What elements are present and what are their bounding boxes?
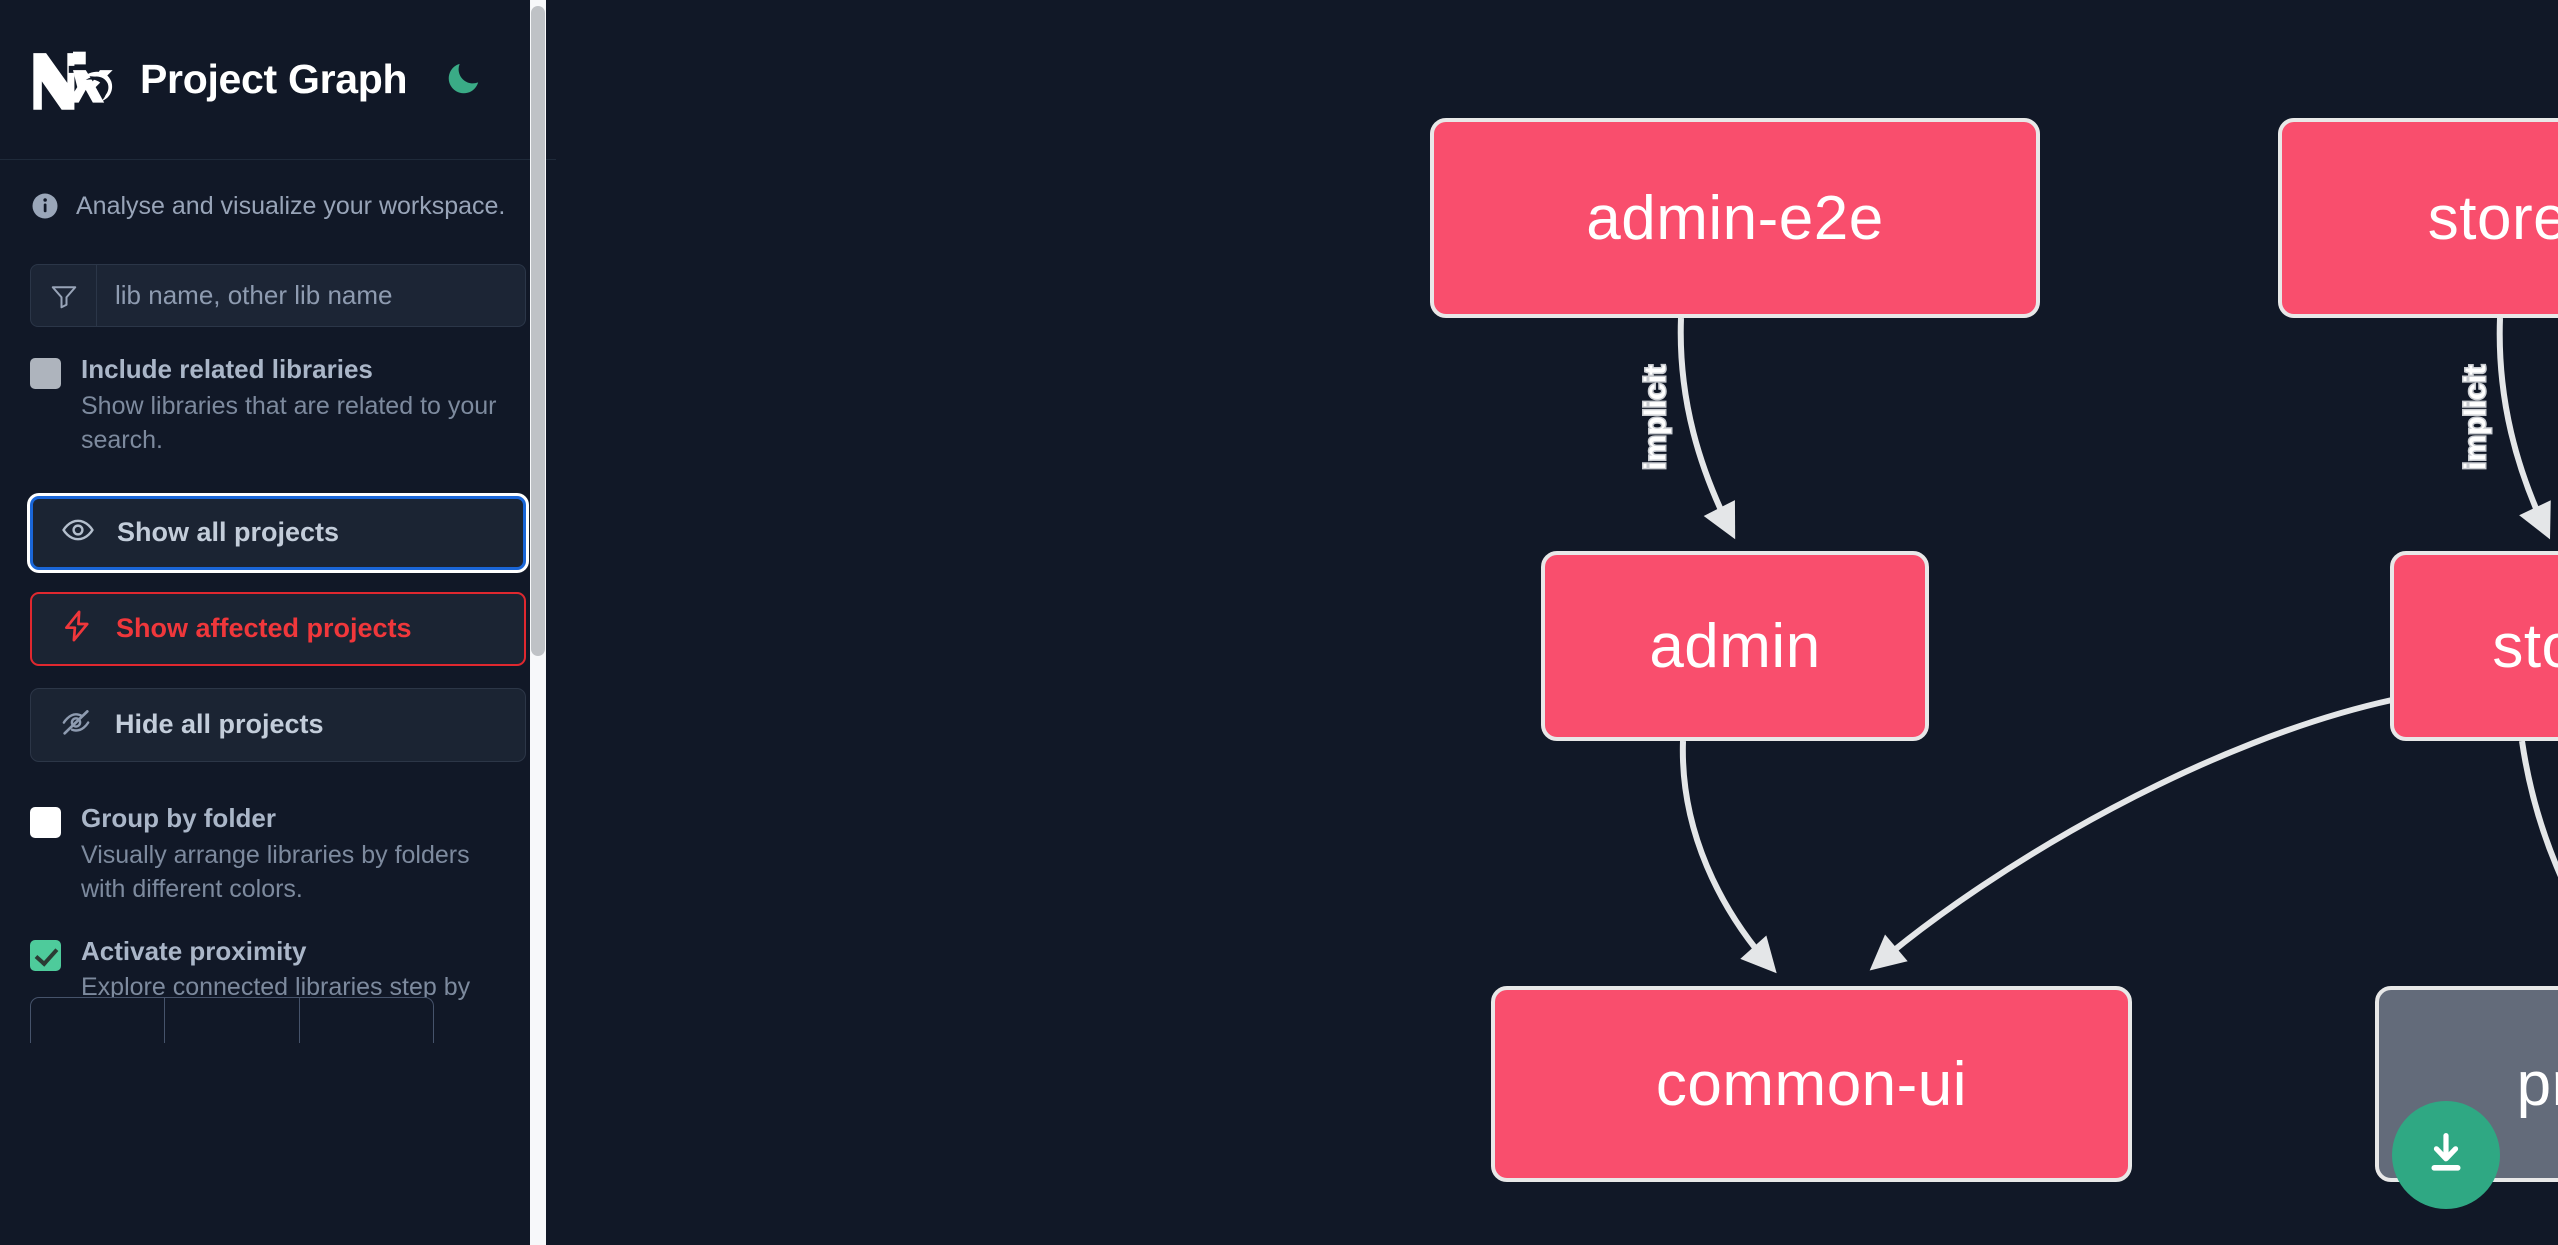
project-graph-canvas[interactable]: implicit implicit admin-e2e store-e2e ad… (560, 0, 2558, 1245)
theme-toggle-button[interactable] (441, 57, 487, 103)
nx-logo-icon (30, 46, 116, 114)
group-by-folder-description: Visually arrange libraries by folders wi… (81, 840, 470, 904)
sidebar-header: Project Graph (0, 0, 556, 160)
edge-admin-e2e-to-admin (1677, 317, 1736, 540)
eye-off-icon (59, 705, 93, 744)
edge-label-implicit-admin: implicit (1639, 365, 1672, 470)
sidebar: Project Graph (0, 0, 560, 1245)
sidebar-scrollbar-thumb[interactable] (531, 6, 545, 656)
graph-node-store[interactable]: store (2390, 551, 2558, 741)
group-by-folder-checkbox[interactable] (30, 806, 61, 838)
activate-proximity-checkbox[interactable] (30, 939, 61, 971)
graph-node-common-ui[interactable]: common-ui (1491, 986, 2132, 1182)
download-icon (2420, 1128, 2472, 1183)
node-label: store (2492, 611, 2558, 681)
info-circle-icon (30, 191, 60, 221)
checkbox-row-include-related-libraries[interactable]: Include related libraries Show libraries… (0, 353, 556, 458)
project-visibility-buttons: Show all projects Show affected projects (30, 495, 526, 762)
lightning-bolt-icon (60, 609, 94, 648)
hide-all-projects-button[interactable]: Hide all projects (30, 687, 526, 762)
show-all-projects-button[interactable]: Show all projects (30, 495, 526, 570)
edge-store-to-common-ui (1869, 697, 2393, 971)
sidebar-content: Project Graph (0, 0, 556, 1044)
page-title: Project Graph (140, 56, 408, 102)
activate-proximity-label: Activate proximity (81, 935, 307, 966)
sidebar-divider (556, 0, 560, 1245)
node-label: products (2516, 1049, 2558, 1119)
node-label: admin (1649, 611, 1821, 681)
graph-edges: implicit implicit (1638, 317, 2558, 974)
edge-admin-to-common-ui (1679, 740, 1777, 974)
edge-store-e2e-to-store (2496, 317, 2551, 540)
workspace-info: Analyse and visualize your workspace. (0, 160, 556, 252)
graph-node-store-e2e[interactable]: store-e2e (2278, 118, 2558, 318)
node-label: admin-e2e (1586, 183, 1884, 253)
graph-node-admin[interactable]: admin (1541, 551, 1929, 741)
checkbox-texts: Group by folder Visually arrange librari… (81, 802, 511, 907)
include-related-libraries-checkbox[interactable] (30, 358, 61, 389)
show-all-projects-label: Show all projects (117, 517, 340, 548)
node-label: store-e2e (2427, 183, 2558, 253)
filter-icon (31, 265, 97, 326)
checkbox-row-group-by-folder[interactable]: Group by folder Visually arrange librari… (0, 802, 556, 907)
show-affected-projects-label: Show affected projects (116, 613, 412, 644)
search-field[interactable] (30, 264, 526, 327)
graph-node-admin-e2e[interactable]: admin-e2e (1430, 118, 2040, 318)
node-label: common-ui (1655, 1049, 1968, 1119)
segment-increase[interactable] (300, 998, 433, 1043)
moon-icon (444, 58, 484, 101)
search-input[interactable] (97, 265, 525, 326)
edge-store-to-products (2519, 740, 2558, 878)
include-related-libraries-description: Show libraries that are related to your … (81, 391, 497, 455)
proximity-step-segmented-control[interactable] (30, 997, 434, 1044)
sidebar-scrollbar[interactable] (530, 0, 546, 1245)
group-by-folder-label: Group by folder (81, 802, 276, 833)
show-affected-projects-button[interactable]: Show affected projects (30, 591, 526, 666)
segment-decrease[interactable] (31, 998, 166, 1044)
eye-icon (61, 513, 95, 552)
edge-label-implicit-store: implicit (2459, 365, 2492, 470)
include-related-libraries-label: Include related libraries (81, 354, 373, 384)
checkbox-texts: Include related libraries Show libraries… (81, 353, 511, 458)
hide-all-projects-label: Hide all projects (115, 709, 324, 740)
workspace-info-text: Analyse and visualize your workspace. (76, 191, 506, 220)
segment-value[interactable] (165, 998, 300, 1044)
download-graph-button[interactable] (2392, 1101, 2500, 1209)
